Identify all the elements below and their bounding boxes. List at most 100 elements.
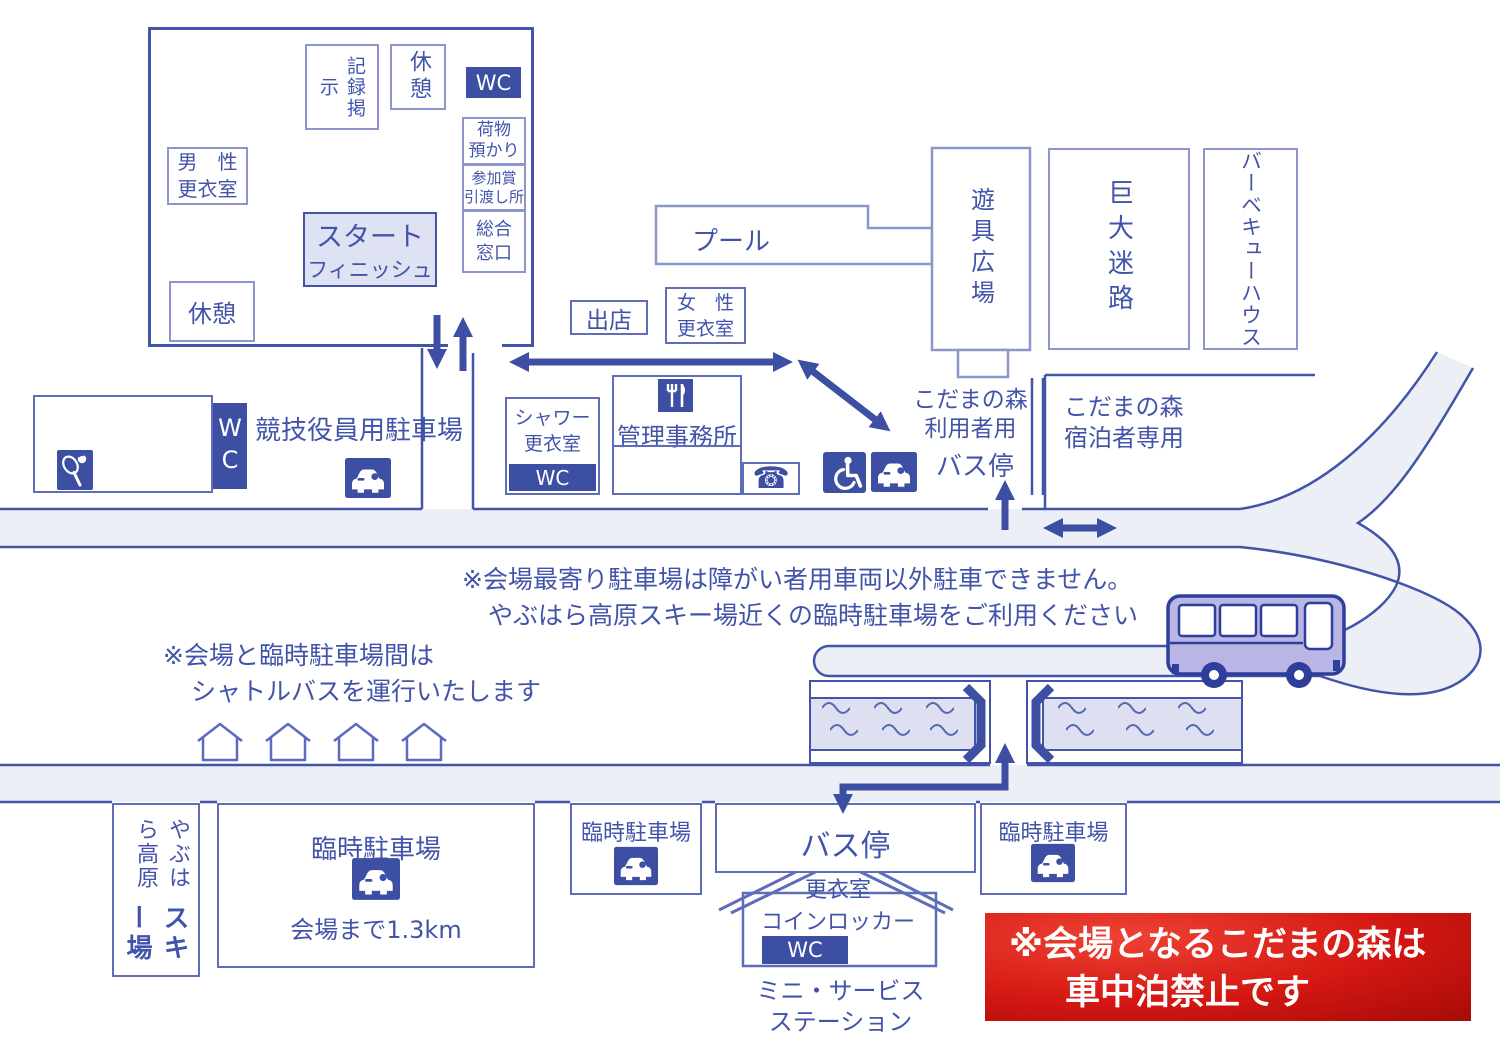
road-lower: [0, 765, 1500, 802]
bbq-house-box: バーベキューハウス: [1203, 148, 1298, 350]
maze-box: 巨大迷路: [1048, 148, 1190, 350]
office-divider: [614, 445, 740, 447]
temp-parking-3-box: 臨時駐車場: [980, 803, 1127, 895]
start-finish-box: スタート フィニッシュ: [303, 212, 437, 287]
tennis-court-box: [33, 395, 213, 493]
pool-label: プール: [691, 227, 770, 257]
womens-changing-box: 女 性 更衣室: [665, 287, 746, 344]
river-band-left: [809, 697, 976, 751]
temp-parking-main-label: 臨時駐車場: [310, 835, 441, 865]
wc-badge-top: WC: [466, 67, 521, 98]
shower-line2: 更衣室: [523, 433, 581, 455]
distance-label: 会場まで1.3km: [290, 916, 462, 944]
rest-box-upper: 休憩: [390, 44, 446, 110]
house-icons: [197, 722, 447, 762]
luggage-line1: 荷物: [477, 120, 511, 140]
playground-label: 遊具広場: [966, 187, 995, 311]
mini-station-label: ミニ・サービス ステーション: [738, 976, 943, 1038]
shuttle-note: ※会場と臨時駐車場間は シャトルバスを運行いたします: [163, 638, 541, 710]
visitor-line2: 利用者用: [924, 416, 1017, 442]
mens-changing-line1: 男 性: [177, 150, 238, 174]
car-icon-accessible-parking: [871, 452, 917, 492]
shower-wc-badge: WC: [509, 464, 596, 491]
phone-box: ☎: [742, 462, 800, 495]
info-desk-box: 総合 窓口: [462, 210, 526, 273]
lodgers-line1: こだまの森: [1064, 393, 1184, 421]
ski-line1: やぶはら高原: [133, 817, 190, 890]
shower-label-lines: シャワー 更衣室: [507, 405, 598, 457]
ski-resort-box: やぶはら高原 スキー場: [112, 803, 200, 977]
shower-line1: シャワー: [514, 407, 591, 429]
station-wc-label: WC: [787, 938, 823, 962]
prize-line1: 参加賞: [471, 168, 517, 187]
luggage-box: 荷物 預かり: [462, 117, 526, 165]
temp-parking-3-label: 臨時駐車場: [998, 821, 1109, 846]
finish-label: フィニッシュ: [307, 258, 433, 282]
record-board-box: 記録掲示: [305, 44, 379, 130]
arrow-bridge-to-bus-stop: [833, 743, 1015, 814]
river-waves: [822, 702, 1214, 736]
wheelchair-icon: [823, 452, 866, 493]
start-label: スタート: [316, 222, 424, 253]
prize-line2: 引渡し所: [464, 187, 525, 206]
shuttle-line1: ※会場と臨時駐車場間は: [163, 641, 434, 670]
banner-line2: 車中泊禁止です: [1065, 973, 1311, 1013]
stall-box: 出店: [570, 300, 648, 335]
wc-top-label: WC: [475, 70, 512, 95]
info-desk-line2: 窓口: [476, 242, 512, 264]
banner-line1: ※会場となるこだまの森は: [1009, 925, 1427, 965]
mens-changing-line2: 更衣室: [177, 177, 238, 201]
info-desk-line1: 総合: [476, 218, 512, 240]
wc-west-label: WC: [216, 414, 244, 478]
visitor-bus-stop-note: こだまの森 利用者用: [898, 386, 1043, 444]
car-icon-officials-parking: [345, 458, 391, 498]
luggage-line2: 預かり: [468, 141, 520, 161]
phone-icon: ☎: [752, 460, 790, 496]
stall-label: 出店: [586, 307, 632, 334]
station-wc-badge: WC: [762, 936, 848, 964]
mini-station-line1: ミニ・サービス: [756, 977, 925, 1005]
mens-changing-box: 男 性 更衣室: [167, 147, 248, 205]
playground-tab: [956, 348, 1010, 379]
road-lower-borders: [0, 763, 1500, 804]
bus-stop-box: バス停: [715, 803, 976, 873]
bus-illustration: [1166, 594, 1346, 688]
lodgers-only-note: こだまの森 宿泊者専用: [1064, 392, 1184, 454]
temp-parking-main-box: 臨時駐車場 会場まで1.3km: [217, 803, 535, 968]
shower-wc-label: WC: [535, 465, 570, 490]
station-changing-label: 更衣室: [804, 878, 871, 903]
ski-line2: スキー場: [122, 903, 189, 964]
restriction-line2: やぶはら高原スキー場近くの臨時駐車場をご利用ください: [488, 601, 1139, 630]
lodgers-line2: 宿泊者専用: [1064, 424, 1184, 452]
ski-resort-label: やぶはら高原 スキー場: [119, 810, 193, 970]
rest-upper-label: 休憩: [406, 50, 431, 104]
shower-box: シャワー 更衣室 WC: [505, 397, 600, 495]
mini-station-line2: ステーション: [768, 1008, 913, 1036]
office-box: 管理事務所: [612, 375, 742, 495]
river-box-left: [809, 680, 991, 764]
temp-parking-2-box: 臨時駐車場: [570, 803, 702, 895]
parking-restriction-note: ※会場最寄り駐車場は障がい者用車両以外駐車できません。 やぶはら高原スキー場近く…: [462, 562, 1138, 634]
station-locker-label: コインロッカー: [760, 910, 915, 935]
shuttle-line2: シャトルバスを運行いたします: [191, 677, 542, 706]
officials-parking-label: 競技役員用駐車場: [255, 416, 464, 446]
bridge-brackets: [962, 683, 1055, 764]
river-band-right: [1042, 697, 1243, 751]
womens-changing-line1: 女 性: [676, 291, 734, 314]
prize-box: 参加賞 引渡し所: [462, 164, 526, 211]
bbq-house-label: バーベキューハウス: [1238, 150, 1263, 348]
temp-parking-2-label: 臨時駐車場: [580, 821, 691, 846]
maze-label: 巨大迷路: [1103, 179, 1134, 319]
river-box-right: [1026, 680, 1243, 764]
visitor-line1: こだまの森: [913, 387, 1028, 413]
no-car-camping-banner: ※会場となるこだまの森は 車中泊禁止です: [985, 913, 1471, 1021]
bus-stop-label: バス停: [800, 829, 891, 864]
record-board-label: 記録掲示: [317, 55, 366, 119]
restriction-line1: ※会場最寄り駐車場は障がい者用車両以外駐車できません。: [462, 565, 1133, 594]
womens-changing-line2: 更衣室: [676, 317, 734, 340]
rest-box-lower: 休憩: [169, 281, 255, 342]
rest-lower-label: 休憩: [188, 300, 236, 328]
visitor-bus-stop-label: バス停: [935, 452, 1014, 482]
arrow-diagonal-route: [797, 359, 891, 432]
